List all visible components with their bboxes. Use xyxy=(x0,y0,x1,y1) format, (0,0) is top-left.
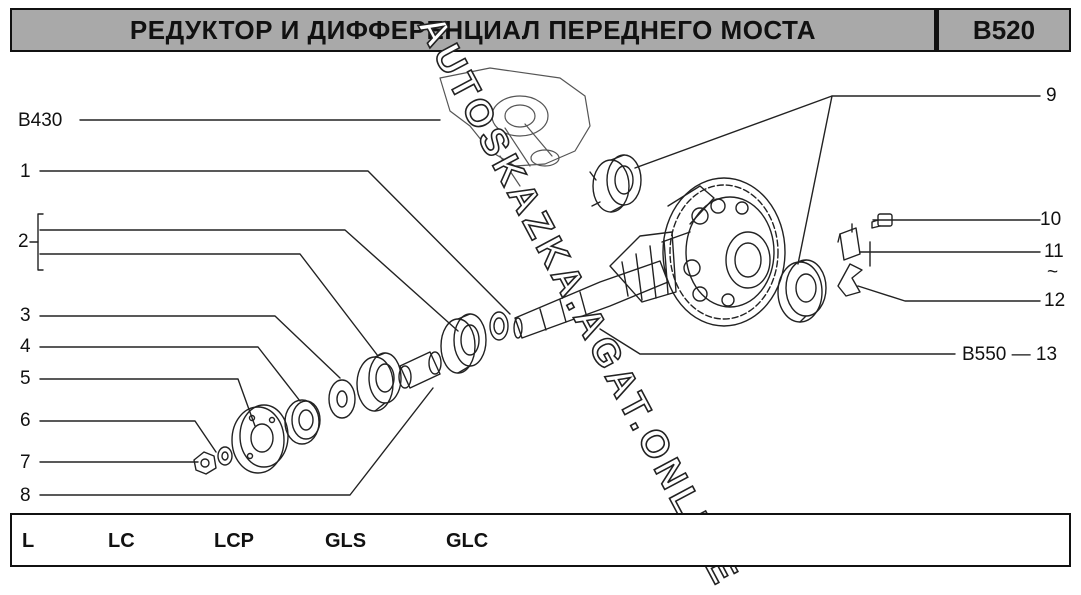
header-bar: РЕДУКТОР И ДИФФЕРЕНЦИАЛ ПЕРЕДНЕГО МОСТА … xyxy=(10,8,1071,52)
callout-2: 2 xyxy=(18,231,29,252)
variant-l: L xyxy=(22,530,35,552)
callout-3: 3 xyxy=(20,305,31,326)
part-11-lock-plate xyxy=(837,223,861,261)
part-9-bearing-right xyxy=(777,259,827,323)
part-4-oil-seal xyxy=(284,399,321,445)
part-8-collapsible-spacer xyxy=(398,351,442,389)
variant-lc: LC xyxy=(108,530,135,552)
part-10-bolt xyxy=(871,213,893,229)
part-1-shim xyxy=(489,311,509,341)
part-2-bearing-outer xyxy=(356,352,402,412)
callout-13: B550 — 13 xyxy=(962,344,1058,365)
part-12-locking-tab xyxy=(837,263,863,297)
callout-1: 1 xyxy=(20,161,31,182)
callout-10: 10 xyxy=(1040,209,1062,230)
callout-4: 4 xyxy=(20,336,31,357)
variant-lcp: LCP xyxy=(214,530,254,552)
callout-5: 5 xyxy=(20,368,31,389)
part-6-washer xyxy=(217,446,233,466)
part-3-spacer xyxy=(328,379,356,419)
callout-tilde: ~ xyxy=(1047,262,1059,283)
ring-gear-differential xyxy=(661,177,786,327)
header-divider xyxy=(934,10,939,50)
variant-glc: GLC xyxy=(446,530,489,552)
variant-gls: GLS xyxy=(325,530,367,552)
callout-11: 11 xyxy=(1044,241,1064,262)
part-2-bearing-inner xyxy=(440,313,487,374)
callout-9: 9 xyxy=(1046,85,1057,106)
callout-6: 6 xyxy=(20,410,31,431)
callout-8: 8 xyxy=(20,485,31,506)
callout-7: 7 xyxy=(20,452,31,473)
variant-bar: L LC LCP GLS GLC xyxy=(10,513,1071,567)
part-9-bearing-left xyxy=(589,154,642,213)
callout-b430: B430 xyxy=(18,110,63,131)
part-7-nut xyxy=(193,451,217,475)
leader-lines xyxy=(29,95,1041,496)
diagram-drawing xyxy=(29,67,1041,496)
b430-housing xyxy=(439,67,591,187)
page-title: РЕДУКТОР И ДИФФЕРЕНЦИАЛ ПЕРЕДНЕГО МОСТА xyxy=(129,15,817,45)
part-13-drive-pinion xyxy=(513,231,677,339)
callout-12: 12 xyxy=(1044,290,1066,311)
part-5-flange xyxy=(231,404,289,474)
section-code: B520 xyxy=(972,15,1036,45)
exploded-parts-diagram: B430 1 2 3 4 5 6 7 8 9 10 11 ~ 12 B550 —… xyxy=(0,56,1081,506)
